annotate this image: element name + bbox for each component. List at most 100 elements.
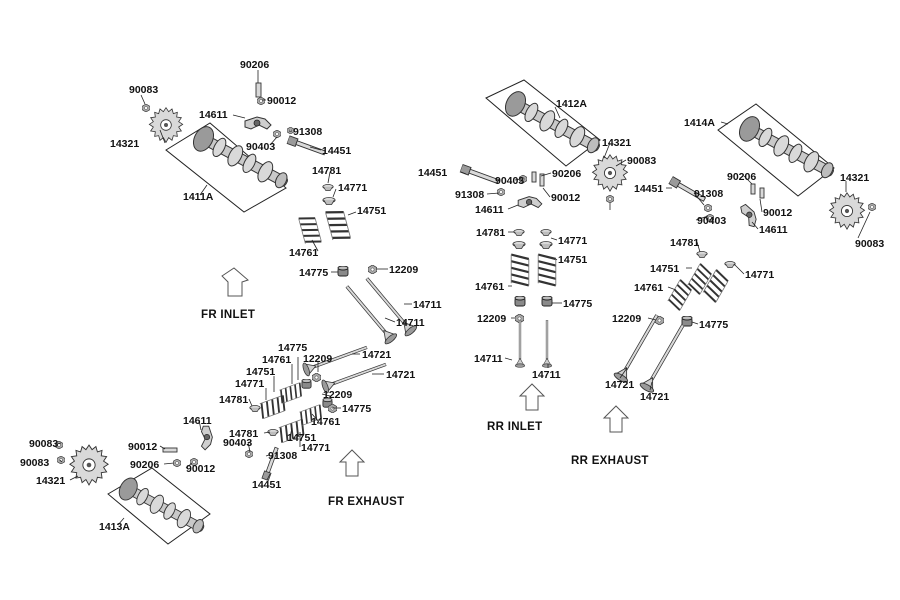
rocker-arm-icon: [738, 202, 761, 229]
part-label: 90083: [129, 84, 158, 96]
washer-icon: [173, 459, 181, 467]
sprocket-icon: [829, 192, 865, 230]
washer-icon: [245, 450, 253, 458]
pin-icon: [759, 187, 765, 199]
part-label: 14775: [342, 403, 371, 415]
bolt-icon: [286, 135, 327, 158]
part-label: 14775: [699, 319, 728, 331]
part-label: 14771: [558, 235, 587, 247]
retainer-icon: [696, 251, 708, 258]
part-label: 90012: [551, 192, 580, 204]
part-label: 90403: [495, 175, 524, 187]
bolt-icon: [459, 163, 500, 186]
part-label: 14781: [476, 227, 505, 239]
part-label: 14751: [357, 205, 386, 217]
part-label: 14611: [199, 109, 228, 121]
rocker-arm-icon: [244, 116, 272, 130]
part-label: 12209: [323, 389, 352, 401]
fr-exhaust-assembly: [55, 340, 389, 545]
direction-arrow-icon: [221, 267, 249, 297]
part-labels: 90206 90012 14611 90083 14321 91308 9040…: [20, 59, 884, 533]
washer-icon: [273, 130, 281, 138]
rocker-arm-icon: [517, 196, 543, 209]
part-label: 90083: [20, 457, 49, 469]
part-label: 14451: [634, 183, 663, 195]
seal-icon: [681, 316, 693, 327]
rocker-arm-icon: [200, 425, 213, 451]
part-label: 14711: [474, 353, 503, 365]
part-label: 90403: [697, 215, 726, 227]
part-label: 14771: [301, 442, 330, 454]
part-label: 91308: [268, 450, 297, 462]
fr-inlet-assembly: [142, 82, 419, 346]
bolt-icon: [142, 104, 150, 112]
part-label: 90083: [855, 238, 884, 250]
retainer-icon: [513, 229, 525, 236]
retainer-icon: [322, 184, 334, 191]
part-label: 90206: [240, 59, 269, 71]
seal-icon: [514, 296, 526, 307]
part-label: 90206: [130, 459, 159, 471]
part-label: 14761: [634, 282, 663, 294]
part-label: 14781: [219, 394, 248, 406]
bolt-icon: [606, 195, 614, 203]
part-label: 14761: [475, 281, 504, 293]
sprocket-icon: [69, 444, 109, 486]
spring-icon: [324, 206, 352, 244]
part-label: 14761: [262, 354, 291, 366]
part-label: 91308: [293, 126, 322, 138]
part-label: 14775: [563, 298, 592, 310]
part-label: 14751: [558, 254, 587, 266]
pin-icon: [531, 171, 537, 183]
pin-icon: [255, 82, 262, 98]
part-label: 14451: [418, 167, 447, 179]
washer-icon: [257, 97, 265, 105]
caption-fr-exhaust: FR EXHAUST: [328, 496, 404, 508]
spring-icon: [297, 213, 323, 247]
spring-icon: [276, 381, 306, 405]
valve-icon: [340, 281, 399, 346]
part-label: 1413A: [99, 521, 130, 533]
part-label: 14611: [475, 204, 504, 216]
part-label: 14321: [110, 138, 139, 150]
part-label: 14321: [602, 137, 631, 149]
part-label: 12209: [303, 353, 332, 365]
retainer-icon: [249, 405, 261, 412]
part-label: 14321: [840, 172, 869, 184]
part-label: 90012: [763, 207, 792, 219]
part-label: 90012: [267, 95, 296, 107]
pin-icon: [539, 173, 545, 187]
part-label: 12209: [612, 313, 641, 325]
part-label: 14721: [605, 379, 634, 391]
part-label: 14451: [252, 479, 281, 491]
part-label: 90083: [627, 155, 656, 167]
caption-fr-inlet: FR INLET: [201, 309, 255, 321]
pin-icon: [750, 183, 756, 195]
part-label: 90403: [223, 437, 252, 449]
part-label: 14721: [386, 369, 415, 381]
bolt-icon: [57, 456, 65, 464]
part-label: 14711: [413, 299, 442, 311]
part-label: 14781: [312, 165, 341, 177]
part-label: 14321: [36, 475, 65, 487]
leader-lines: [56, 70, 871, 526]
part-label: 12209: [477, 313, 506, 325]
part-label: 1411A: [183, 191, 214, 203]
part-label: 14775: [299, 267, 328, 279]
part-label: 91308: [694, 188, 723, 200]
camshaft-frame-1411a: [165, 122, 287, 213]
bolt-icon: [868, 203, 876, 211]
cotter-icon: [539, 241, 553, 249]
part-label: 14721: [362, 349, 391, 361]
part-label: 14711: [396, 317, 425, 329]
part-label: 90083: [29, 438, 58, 450]
part-label: 14711: [532, 369, 561, 381]
seal-icon: [337, 266, 349, 277]
part-label: 90206: [552, 168, 581, 180]
caption-rr-exhaust: RR EXHAUST: [571, 455, 649, 467]
part-label: 14611: [183, 415, 212, 427]
part-label: 14761: [311, 416, 340, 428]
part-label: 14721: [640, 391, 669, 403]
spring-icon: [700, 268, 732, 304]
